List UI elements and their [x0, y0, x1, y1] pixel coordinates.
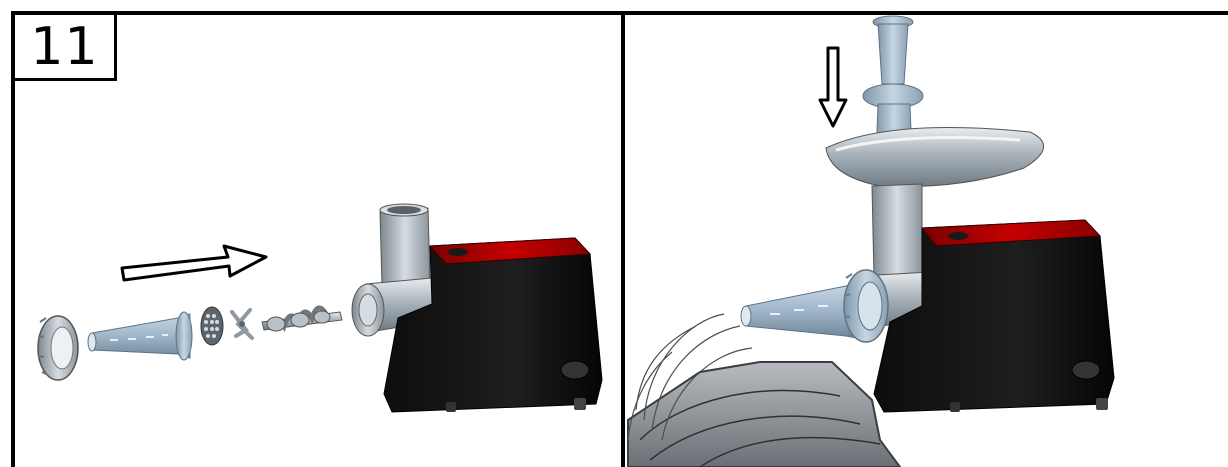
direction-arrow-right	[122, 246, 266, 280]
locking-ring-right	[844, 270, 888, 342]
food-tray	[628, 362, 900, 467]
auger-screw-left	[262, 308, 342, 331]
sausage-nozzle-right	[741, 284, 856, 338]
cutting-plate-left	[201, 307, 223, 345]
cutting-blade-left	[232, 310, 252, 338]
locking-ring-left	[38, 316, 78, 380]
direction-arrow-down	[820, 48, 846, 126]
feeding-tray-bowl	[826, 128, 1044, 187]
sausage-nozzle-left	[88, 312, 192, 360]
